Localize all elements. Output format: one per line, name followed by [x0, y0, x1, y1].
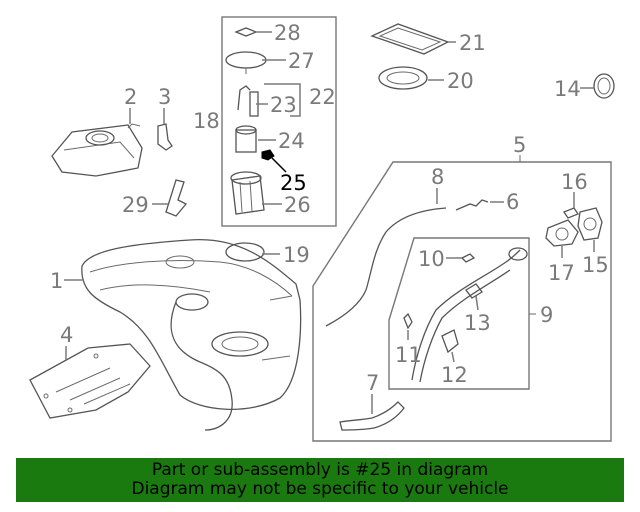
callout-3: 3	[158, 85, 171, 109]
bracket-part	[157, 123, 173, 151]
clip-10-part	[460, 253, 476, 263]
seal-ring-19-part	[225, 242, 265, 262]
fuel-tank-part	[81, 238, 302, 431]
callout-23: 23	[270, 93, 297, 117]
callout-18: 18	[193, 109, 220, 133]
callout-1: 1	[50, 269, 63, 293]
heat-shield-part	[29, 343, 151, 419]
lock-ring-20-part	[378, 66, 428, 90]
hose-6-part	[455, 199, 489, 211]
callout-16: 16	[561, 170, 588, 194]
callout-9: 9	[540, 303, 553, 327]
filler-group-box	[312, 161, 612, 442]
callout-13: 13	[464, 311, 491, 335]
callout-4: 4	[60, 323, 73, 347]
bracket-13-part	[465, 283, 483, 299]
callout-24: 24	[278, 129, 305, 153]
callout-25: 25	[280, 171, 307, 195]
callout-12: 12	[441, 363, 468, 387]
filler-pipe-part	[411, 247, 528, 383]
hose-23-part	[237, 85, 259, 117]
clip-25-part	[261, 149, 275, 161]
pump-24-part	[235, 125, 257, 153]
callout-6: 6	[506, 190, 519, 214]
callout-19: 19	[283, 243, 310, 267]
callout-17: 17	[548, 261, 575, 285]
hose-7-part	[339, 401, 405, 431]
callout-28: 28	[274, 21, 301, 45]
gasket-28-part	[234, 27, 258, 37]
valve-17-part	[545, 219, 579, 247]
leader-lines	[64, 31, 595, 414]
bracket-29-part	[165, 179, 188, 217]
callout-5: 5	[513, 133, 526, 157]
callout-7: 7	[366, 371, 379, 395]
parts-diagram: 1 2 3 4 5 6 7 8 9 10 11 12 13 14 15 16 1…	[29, 16, 615, 442]
callout-2: 2	[124, 85, 137, 109]
callout-22: 22	[309, 85, 336, 109]
reservoir-26-part	[230, 171, 265, 215]
bracket-12-part	[441, 329, 459, 354]
vent-line-part	[325, 207, 447, 327]
callout-20: 20	[447, 69, 474, 93]
callout-26: 26	[284, 193, 311, 217]
banner-line-2: Diagram may not be specific to your vehi…	[131, 479, 509, 499]
clip-16-part	[563, 207, 579, 219]
callout-15: 15	[582, 253, 609, 277]
fuel-door-housing-part	[577, 207, 603, 241]
callout-10: 10	[418, 247, 445, 271]
callout-21: 21	[459, 31, 486, 55]
callout-29: 29	[122, 193, 149, 217]
callout-14: 14	[554, 77, 581, 101]
info-banner: Part or sub-assembly is #25 in diagram D…	[16, 458, 624, 502]
fuel-cap-part	[593, 73, 615, 99]
pump-group-box	[221, 16, 337, 227]
callout-11: 11	[395, 343, 422, 367]
canister-part	[51, 123, 143, 177]
banner-line-1: Part or sub-assembly is #25 in diagram	[151, 460, 489, 480]
flange-27-part	[225, 51, 267, 74]
callout-8: 8	[431, 165, 444, 189]
clip-11-part	[403, 312, 413, 330]
cover-plate-21-part	[370, 23, 450, 55]
callout-27: 27	[288, 49, 315, 73]
